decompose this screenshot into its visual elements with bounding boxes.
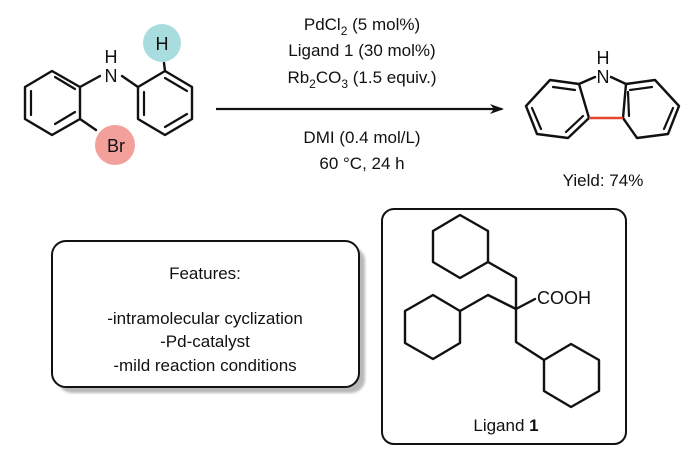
carbazole-nitrogen-label: N: [597, 67, 610, 87]
ligand-box-frame: [381, 208, 627, 445]
features-title: Features:: [169, 264, 241, 283]
cyclohexane-ring-top: [431, 213, 490, 280]
ortho-h-label: H: [156, 34, 169, 54]
ligand-box: COOH Ligand 1: [381, 208, 627, 445]
bond-to-cooh: [514, 297, 537, 311]
nitrogen-h-label: H: [105, 47, 118, 67]
reaction-conditions: PdCl2 (5 mol%) Ligand 1 (30 mol%) Rb2CO3…: [216, 15, 504, 173]
chain-left: [458, 293, 518, 313]
nitrogen-atom-label: N: [105, 66, 118, 86]
carbazole-nitrogen-h-label: H: [597, 48, 610, 68]
bond-c-n-left: [577, 75, 597, 86]
bond-c-br: [78, 117, 98, 132]
ligand-structure: COOH: [403, 213, 601, 409]
chain-top: [486, 260, 518, 311]
ligand-caption: Ligand 1: [473, 416, 538, 435]
feature-item: -intramolecular cyclization: [107, 309, 303, 328]
chain-bottom: [514, 307, 546, 362]
product-carbazole: N H Yield: 74%: [524, 48, 681, 190]
condition-catalyst: PdCl2 (5 mol%): [304, 15, 420, 38]
bond-c-h: [162, 61, 167, 73]
cooh-label: COOH: [537, 288, 591, 308]
condition-base: Rb2CO3 (1.5 equiv.): [287, 68, 436, 91]
starting-material: N H H Br: [23, 24, 194, 165]
carbazole-right-ring: [621, 78, 681, 140]
right-benzene-ring: [136, 69, 194, 137]
yield-label: Yield: 74%: [563, 171, 644, 190]
condition-ligand: Ligand 1 (30 mol%): [288, 41, 435, 60]
features-box: Features: -intramolecular cyclization -P…: [51, 240, 365, 393]
bromine-highlight: [95, 125, 135, 165]
left-benzene-ring: [23, 69, 82, 137]
feature-item: -mild reaction conditions: [113, 356, 296, 375]
carbazole-left-ring: [524, 78, 591, 140]
bond-n-c-right: [609, 75, 628, 86]
feature-item: -Pd-catalyst: [160, 332, 250, 351]
bond-c-n-left: [78, 74, 102, 89]
ortho-h-highlight: [143, 24, 181, 62]
condition-temperature-time: 60 °C, 24 h: [319, 154, 404, 173]
bond-n-c-right: [120, 74, 140, 89]
condition-solvent: DMI (0.4 mol/L): [303, 128, 420, 147]
bromine-label: Br: [107, 136, 125, 156]
features-box-frame: [51, 240, 360, 388]
